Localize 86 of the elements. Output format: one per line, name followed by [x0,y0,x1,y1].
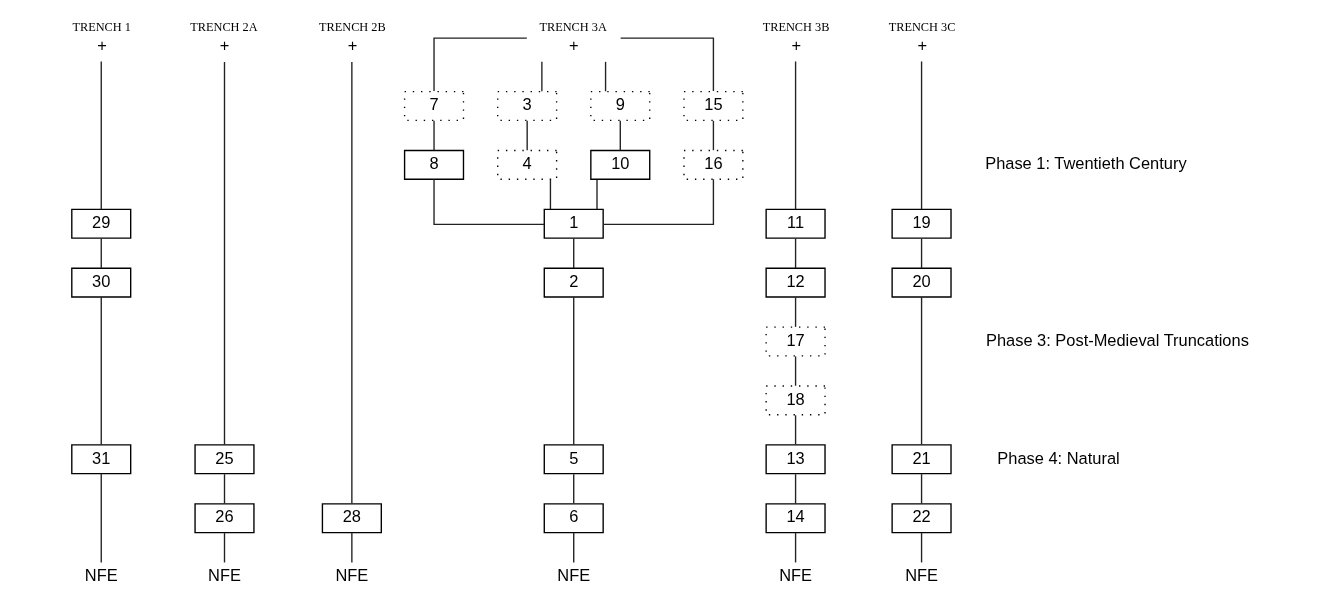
node-box: 7 [403,90,465,122]
connector [223,532,226,564]
node-text: + [791,35,802,54]
node-box: 8 [403,149,465,180]
connector [223,473,226,505]
node-text: NFE [905,566,938,585]
node-box: 14 [765,503,826,534]
node-box: 16 [683,149,744,180]
connector [541,61,543,92]
node-box: 21 [891,444,952,475]
node-box: 18 [765,385,826,416]
connector [619,120,621,151]
node-box: 5 [543,444,604,475]
connector [223,61,226,446]
connector [794,473,797,505]
connector [100,473,102,564]
connector [596,179,598,210]
node-text: NFE [335,566,369,585]
node-text: NFE [557,566,591,585]
node-box: 31 [71,444,132,475]
connector [100,237,102,269]
connector [433,178,545,226]
connector [573,237,575,269]
connector [794,237,797,269]
connector [920,473,923,505]
node-label: TRENCH 2A [190,19,258,34]
node-label: TRENCH 1 [72,19,131,34]
node-text: + [347,35,358,54]
node-box: 2 [543,267,604,298]
node-label: TRENCH 2B [319,19,386,34]
node-box: 28 [321,503,382,534]
connector [351,61,353,505]
node-label: TRENCH 3B [762,19,830,34]
connector [351,532,353,564]
connector [573,296,575,446]
node-text: + [219,35,230,54]
node-box: 15 [683,90,744,122]
node-text: NFE [208,566,241,585]
node-box: 25 [194,444,255,475]
node-box: 3 [497,90,558,122]
connector [794,414,797,446]
node-label: TRENCH 3C [888,19,956,34]
node-box: 19 [891,208,952,239]
node-box: 12 [765,267,826,298]
node-box: 22 [891,503,952,534]
connector [549,179,552,210]
node-box: 13 [765,444,826,475]
label: Phase 4: Natural [997,448,1120,467]
connector [712,120,715,151]
label: Phase 3: Post-Medieval Truncations [985,330,1249,349]
node-box: 9 [590,90,651,122]
node-text: NFE [779,566,813,585]
node-box: 26 [194,503,255,534]
connector [526,120,528,151]
node-box: 29 [71,208,132,239]
label: Phase 1: Twentieth Century [985,154,1187,173]
connector [920,237,923,269]
node-text: + [568,35,579,54]
connector [573,473,575,505]
connector [920,532,923,564]
node-box: 30 [71,267,132,298]
connector [794,532,797,564]
connector [794,296,797,328]
node-box: 20 [891,267,952,298]
connector [794,60,797,210]
connector [433,120,435,151]
node-text: NFE [84,566,118,585]
connector [920,296,923,446]
node-text: + [97,35,107,54]
node-label: TRENCH 3A [539,19,607,34]
connector [100,296,102,446]
node-box: 17 [765,326,826,357]
node-box: 6 [543,503,604,534]
node-text: + [917,35,928,54]
node-box: 10 [590,149,651,180]
connector [602,178,715,226]
connector [573,532,575,564]
connector [100,60,102,210]
connector [920,60,923,210]
connector [433,37,528,92]
connector [604,61,607,92]
node-box: 4 [497,149,558,180]
connector [619,37,715,92]
node-box: 11 [765,208,826,239]
connector [794,355,797,387]
node-box: 1 [543,208,604,239]
